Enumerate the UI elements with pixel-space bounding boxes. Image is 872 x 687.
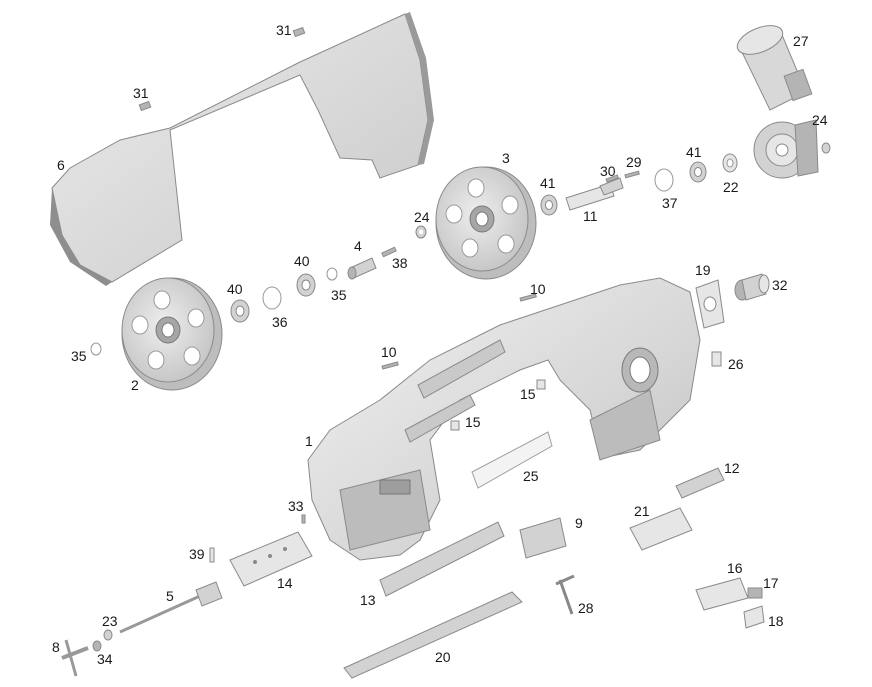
part-bracket-21 (629, 507, 693, 551)
callout-34: 34 (97, 651, 113, 667)
callout-24-a: 24 (414, 209, 430, 225)
part-main-frame-1 (307, 277, 701, 561)
part-block-17 (747, 587, 763, 599)
part-ring-36 (262, 286, 282, 310)
callout-17: 17 (763, 575, 779, 591)
part-ring-35-b (326, 267, 338, 281)
part-pin-29 (624, 170, 640, 179)
part-washer-34 (92, 640, 102, 652)
part-washer-22 (722, 153, 738, 173)
callout-37: 37 (662, 195, 678, 211)
callout-8: 8 (52, 639, 60, 655)
callout-16: 16 (727, 560, 743, 576)
part-label-10-b (381, 361, 399, 370)
callout-22: 22 (723, 179, 739, 195)
part-block-9 (519, 517, 567, 559)
part-bushing-32 (734, 273, 770, 301)
part-nut-23 (103, 629, 113, 641)
callout-14: 14 (277, 575, 293, 591)
part-clip-18 (743, 605, 765, 629)
callout-32: 32 (772, 277, 788, 293)
callout-19: 19 (695, 262, 711, 278)
part-ring-37 (654, 168, 674, 192)
callout-9: 9 (575, 515, 583, 531)
part-upper-wheel (435, 166, 537, 280)
callout-6: 6 (57, 157, 65, 173)
part-lever-28 (555, 574, 575, 615)
part-bracket-19 (695, 279, 725, 329)
part-ring-35-a (90, 342, 102, 356)
part-label-10-a (519, 293, 537, 302)
callout-1: 1 (305, 433, 313, 449)
callout-25: 25 (523, 468, 539, 484)
part-drive-shaft-11 (565, 177, 624, 211)
part-key-30 (605, 174, 619, 183)
callout-40-b: 40 (294, 253, 310, 269)
callout-35-a: 35 (71, 348, 87, 364)
callout-11: 11 (583, 208, 598, 224)
part-lower-wheel (121, 277, 223, 391)
callout-15-a: 15 (465, 414, 481, 430)
callout-38: 38 (392, 255, 408, 271)
callout-4: 4 (354, 238, 362, 254)
part-bearing-41-a (540, 194, 558, 216)
callout-33: 33 (288, 498, 304, 514)
callout-10-b: 10 (381, 344, 397, 360)
callout-12: 12 (724, 460, 740, 476)
part-key-38 (381, 246, 397, 258)
callout-30: 30 (600, 163, 616, 179)
part-guard-25 (471, 431, 553, 489)
callout-35-b: 35 (331, 287, 347, 303)
callout-18: 18 (768, 613, 784, 629)
part-plate-14 (229, 531, 313, 587)
callout-3: 3 (502, 150, 510, 166)
callout-41-a: 41 (540, 175, 556, 191)
part-trough-20 (343, 591, 523, 679)
callout-10-a: 10 (530, 281, 546, 297)
callout-28: 28 (578, 600, 594, 616)
part-guide-12 (675, 467, 725, 499)
part-plate-16 (695, 577, 749, 611)
callout-21: 21 (634, 503, 650, 519)
part-shaft-4 (347, 257, 377, 280)
part-bearing-41-b (689, 161, 707, 183)
callout-40-a: 40 (227, 281, 243, 297)
part-pin-33 (301, 514, 306, 524)
part-knob-8 (61, 639, 89, 677)
part-plate-15-a (536, 379, 546, 390)
part-pin-39 (209, 547, 215, 563)
part-washer-24-b (821, 142, 831, 154)
part-washer-24-a (415, 225, 427, 239)
callout-36: 36 (272, 314, 288, 330)
callout-23: 23 (102, 613, 118, 629)
callout-24-b: 24 (812, 112, 828, 128)
callout-5: 5 (166, 588, 174, 604)
part-bearing-40-a (230, 299, 250, 323)
callout-2: 2 (131, 377, 139, 393)
callout-13: 13 (360, 592, 376, 608)
part-bearing-40-b (296, 273, 316, 297)
part-clip-31-a (292, 26, 306, 38)
callout-31-b: 31 (133, 85, 149, 101)
part-rail-13 (379, 521, 505, 597)
part-motor-27 (736, 25, 819, 179)
part-plate-15-b (450, 420, 460, 431)
callout-20: 20 (435, 649, 451, 665)
part-rod-5 (119, 581, 223, 634)
part-clip-31-b (138, 100, 152, 112)
callout-29: 29 (626, 154, 642, 170)
callout-41-b: 41 (686, 144, 702, 160)
callout-15-b: 15 (520, 386, 536, 402)
callout-27: 27 (793, 33, 809, 49)
callout-31-a: 31 (276, 22, 292, 38)
part-upper-blade-cover (50, 12, 434, 286)
callout-26: 26 (728, 356, 744, 372)
callout-39: 39 (189, 546, 205, 562)
part-tab-26 (711, 351, 722, 367)
